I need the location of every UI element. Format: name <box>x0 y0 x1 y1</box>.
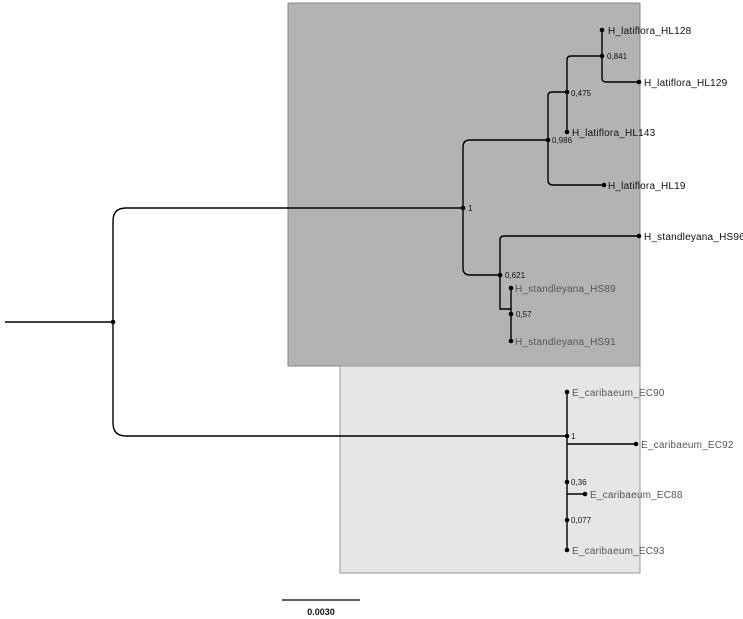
node-dot <box>564 389 570 395</box>
node-dot <box>564 479 570 485</box>
node-dot <box>564 89 570 95</box>
node-dot <box>601 182 607 188</box>
node-dot <box>508 285 514 291</box>
tip-label: H_latiflora_HL129 <box>644 78 728 89</box>
node-dot <box>599 27 605 33</box>
tip-label: E_caribaeum_EC90 <box>572 388 665 399</box>
support-value: 0,475 <box>571 89 592 98</box>
tip-label: H_latiflora_HL19 <box>608 181 686 192</box>
node-dot <box>582 491 588 497</box>
node-dot <box>633 441 639 447</box>
tip-label: H_standleyana_HS91 <box>515 337 616 348</box>
tip-label: H_latiflora_HL128 <box>608 26 692 37</box>
node-dot <box>508 338 514 344</box>
support-value: 0,621 <box>505 271 526 280</box>
node-dot <box>564 517 570 523</box>
support-value: 0,077 <box>571 516 592 525</box>
node-dot <box>564 433 570 439</box>
support-value: 0,841 <box>607 52 628 61</box>
tip-label: E_caribaeum_EC92 <box>641 440 734 451</box>
node-dot <box>545 137 551 143</box>
epiphyllum-clade-box <box>339 365 641 574</box>
standleyana-split-branch <box>499 235 639 310</box>
node-dot <box>636 233 642 239</box>
node-dot <box>497 272 503 278</box>
scale-bar-label: 0.0030 <box>307 607 335 617</box>
tip-label: H_standleyana_HS96 <box>644 232 743 243</box>
node-dot <box>460 205 466 211</box>
support-value: 0,986 <box>552 136 573 145</box>
node-dot <box>110 319 116 325</box>
tip-label: H_standleyana_HS89 <box>515 284 616 295</box>
hl143-pair-split-branch <box>566 55 602 132</box>
scale-bar: 0.0030 <box>282 599 360 617</box>
tip-label: E_caribaeum_EC88 <box>590 490 683 501</box>
support-value: 1 <box>571 432 576 441</box>
node-dot <box>636 79 642 85</box>
node-dot <box>564 129 570 135</box>
node-dot <box>564 547 570 553</box>
tip-labels: H_latiflora_HL128 H_latiflora_HL129 H_la… <box>515 26 743 557</box>
node-dot <box>508 311 514 317</box>
support-value: 0,36 <box>571 478 587 487</box>
tip-label: H_latiflora_HL143 <box>572 128 656 139</box>
support-value: 1 <box>468 204 473 213</box>
node-dot <box>599 53 605 59</box>
support-value: 0,57 <box>516 310 532 319</box>
hl128-129-split-branch <box>601 30 639 83</box>
support-values: 0,841 0,475 0,986 1 0,621 0,57 1 0,36 0,… <box>468 52 628 525</box>
tree-nodes <box>110 27 642 553</box>
tip-label: E_caribaeum_EC93 <box>572 546 665 557</box>
